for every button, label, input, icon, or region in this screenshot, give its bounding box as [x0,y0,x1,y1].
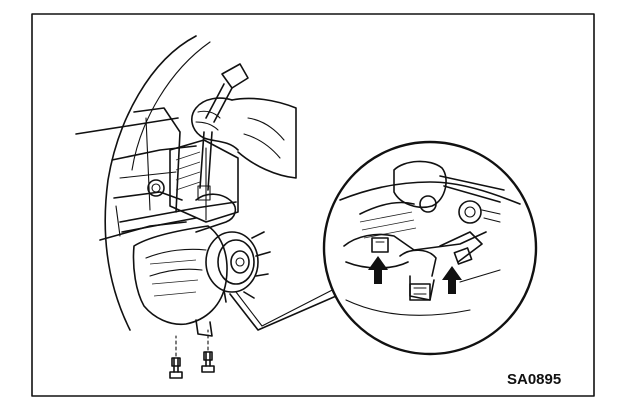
up-arrow-icon [442,266,462,294]
up-arrow-icon [368,256,388,284]
bolt-left [169,335,183,379]
diagram-border [31,13,595,397]
lower-bolts [169,329,215,379]
figure-code: SA0895 [507,371,561,388]
wheel-studs [223,231,271,303]
fender-arc [104,35,211,331]
bolt-right [201,329,215,373]
callout-leader [229,289,351,331]
underbody-frame [75,107,239,241]
detail-callout [322,140,538,356]
hand-with-wrench [191,63,297,201]
knuckle-hub-assembly [132,193,271,337]
